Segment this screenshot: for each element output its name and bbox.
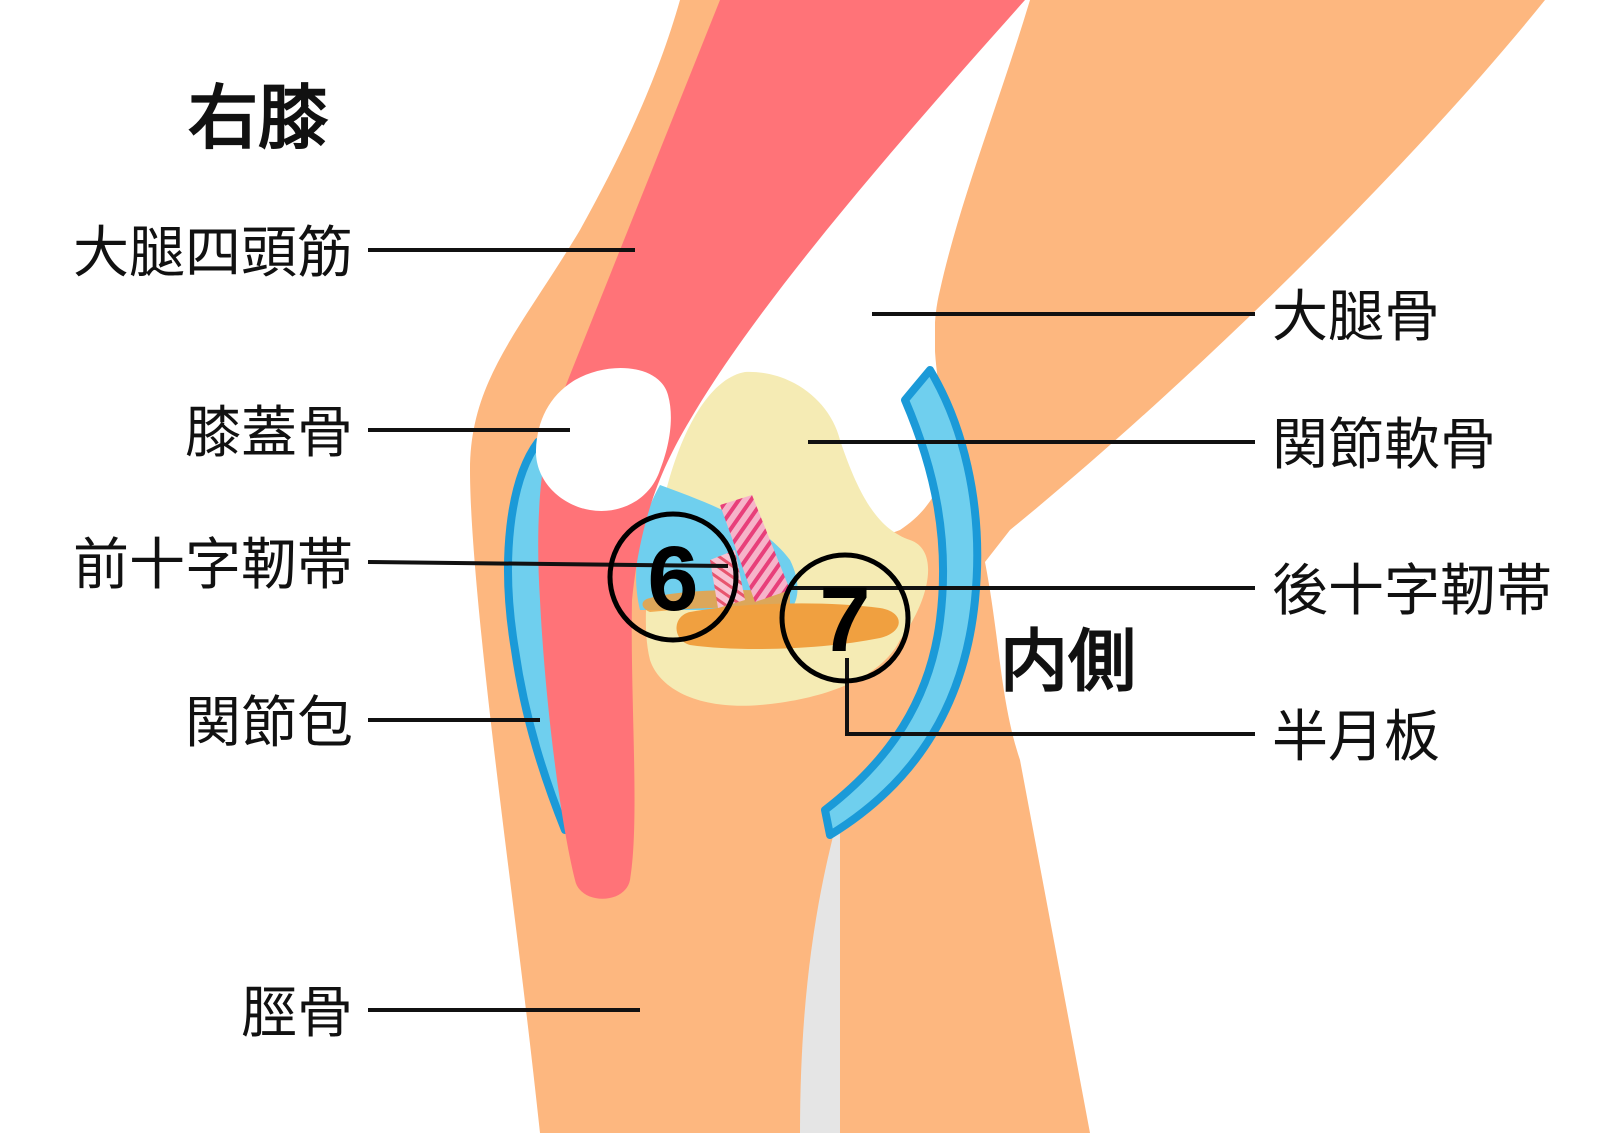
label-tibia: 脛骨: [241, 981, 353, 1046]
diagram-title: 右膝: [188, 77, 329, 159]
leader-acl: [367, 560, 729, 568]
label-patella: 膝蓋骨: [185, 401, 353, 466]
quadriceps-muscle: [538, 0, 1025, 899]
label-meniscus: 半月板: [1272, 705, 1440, 770]
posterior-cruciate-ligament: [720, 495, 790, 602]
label-acl: 前十字靭帯: [73, 533, 353, 598]
label-capsule: 関節包: [185, 691, 353, 756]
marker-7: 7: [819, 569, 870, 671]
shin-shadow: [800, 810, 840, 1133]
patella-bone: [535, 368, 671, 511]
marker-6: 6: [647, 528, 698, 630]
label-pcl: 後十字靭帯: [1272, 559, 1552, 624]
marker-6-circle: [607, 511, 739, 643]
meniscus: [676, 603, 899, 650]
marker-7-circle: [779, 552, 911, 684]
side-label: 内側: [1000, 623, 1136, 702]
posterior-space: [924, 0, 1030, 380]
label-cartilage: 関節軟骨: [1272, 413, 1496, 478]
capsule-posterior: [821, 366, 982, 839]
label-femur: 大腿骨: [1272, 285, 1440, 350]
label-quadriceps: 大腿四頭筋: [73, 221, 353, 286]
